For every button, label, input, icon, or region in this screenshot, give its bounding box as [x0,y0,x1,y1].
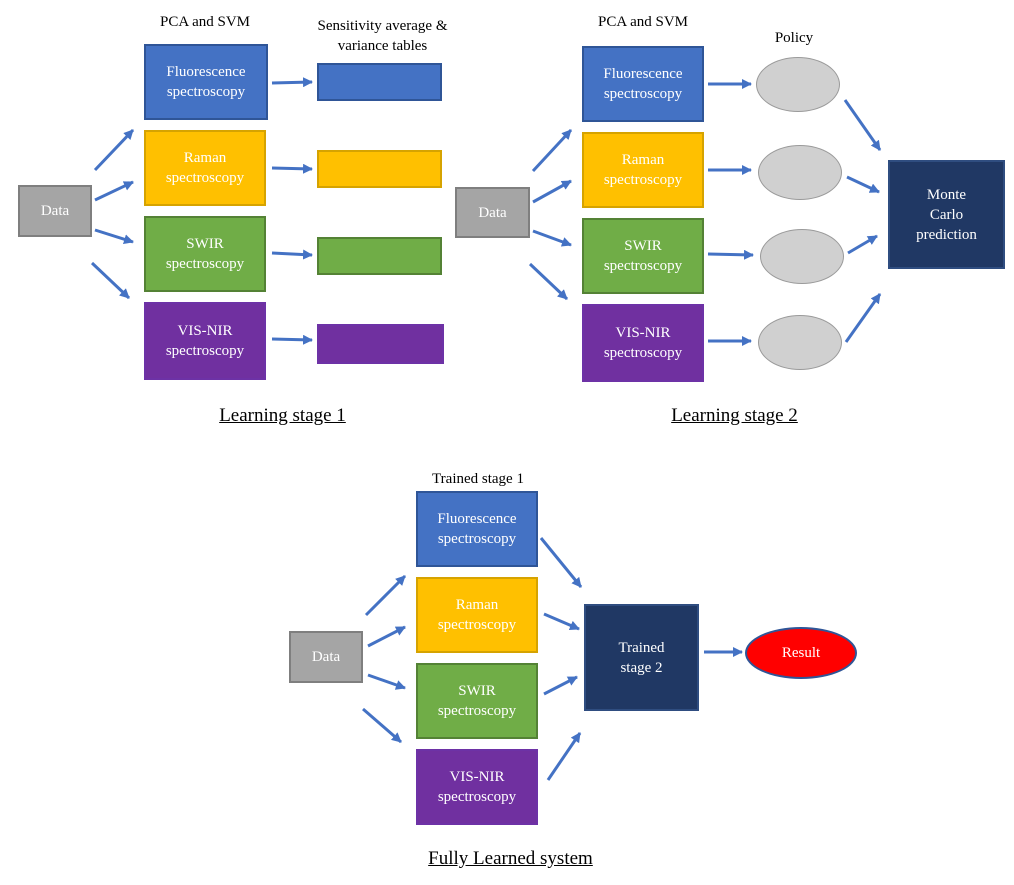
stage2-swir-to-policy-arrow [707,249,754,260]
stage1-visnir-table [317,324,444,364]
stage3-raman-to-trained2-arrow [543,612,580,631]
stage2-data-to-visnir-arrow [528,262,569,301]
stage2-swir-box: SWIR spectroscopy [582,218,704,294]
stage3-fluorescence-box: Fluorescence spectroscopy [416,491,538,567]
stage1-header-pca-svm: PCA and SVM [159,14,251,30]
stage1-fluorescence-table [317,63,442,101]
stage1-caption: Learning stage 1 [219,405,346,426]
stage1-fluorescence-to-table-arrow [271,77,313,88]
stage2-data-to-fluorescence-arrow [531,128,573,173]
stage1-data-to-visnir-arrow [90,261,131,300]
stage3-header-trained-stage1: Trained stage 1 [432,471,524,487]
stage3-data-to-swir-arrow [367,673,406,690]
stage2-visnir-box: VIS-NIR spectroscopy [582,304,704,382]
stage3-trained-stage2-box: Trained stage 2 [584,604,699,711]
stage3-data-to-visnir-arrow [362,707,402,744]
stage2-policy-oval-3 [760,229,844,284]
stage3-result-oval: Result [745,627,857,679]
stage1-visnir-to-table-arrow [271,334,313,345]
stage1-fluorescence-box: Fluorescence spectroscopy [144,44,268,120]
stage2-policy2-to-monte-carlo-arrow [846,175,880,194]
stage2-data-to-swir-arrow [532,229,572,247]
stage2-policy3-to-monte-carlo-arrow [847,234,878,255]
stage1-swir-box: SWIR spectroscopy [144,216,266,292]
stage1-raman-to-table-arrow [271,163,313,174]
stage3-data-box: Data [289,631,363,683]
stage2-fluorescence-box: Fluorescence spectroscopy [582,46,704,122]
stage3-visnir-to-trained2-arrow [546,732,582,781]
stage2-policy-oval-2 [758,145,842,200]
stage1-visnir-box: VIS-NIR spectroscopy [144,302,266,380]
stage3-fluorescence-to-trained2-arrow [539,537,583,588]
stage1-header-sensitivity-tables: Sensitivity average & variance tables [317,18,448,54]
stage2-raman-box: Raman spectroscopy [582,132,704,208]
stage1-data-to-swir-arrow [94,228,134,245]
stage1-swir-table [317,237,442,275]
stage3-data-to-fluorescence-arrow [364,574,407,617]
stage1-swir-to-table-arrow [271,249,313,260]
stage2-policy-oval-4 [758,315,842,370]
stage2-policy-oval-1 [756,57,840,112]
stage2-header-pca-svm: PCA and SVM [597,14,689,30]
stage2-monte-carlo-box: Monte Carlo prediction [888,160,1005,269]
stage3-raman-box: Raman spectroscopy [416,577,538,653]
stage1-data-to-fluorescence-arrow [93,128,135,172]
stage3-data-to-raman-arrow [367,625,406,648]
stage2-data-box: Data [455,187,530,238]
stage1-raman-box: Raman spectroscopy [144,130,266,206]
stage2-header-policy: Policy [774,30,814,46]
stage2-policy1-to-monte-carlo-arrow [843,99,882,151]
stage2-caption: Learning stage 2 [671,405,798,426]
stage1-data-to-raman-arrow [94,180,134,202]
stage1-data-box: Data [18,185,92,237]
stage3-swir-to-trained2-arrow [543,675,578,696]
stage2-policy4-to-monte-carlo-arrow [844,293,882,343]
stage2-data-to-raman-arrow [532,179,572,204]
stage3-caption: Fully Learned system [428,848,593,869]
stage1-raman-table [317,150,442,188]
stage3-swir-box: SWIR spectroscopy [416,663,538,739]
stage3-visnir-box: VIS-NIR spectroscopy [416,749,538,825]
